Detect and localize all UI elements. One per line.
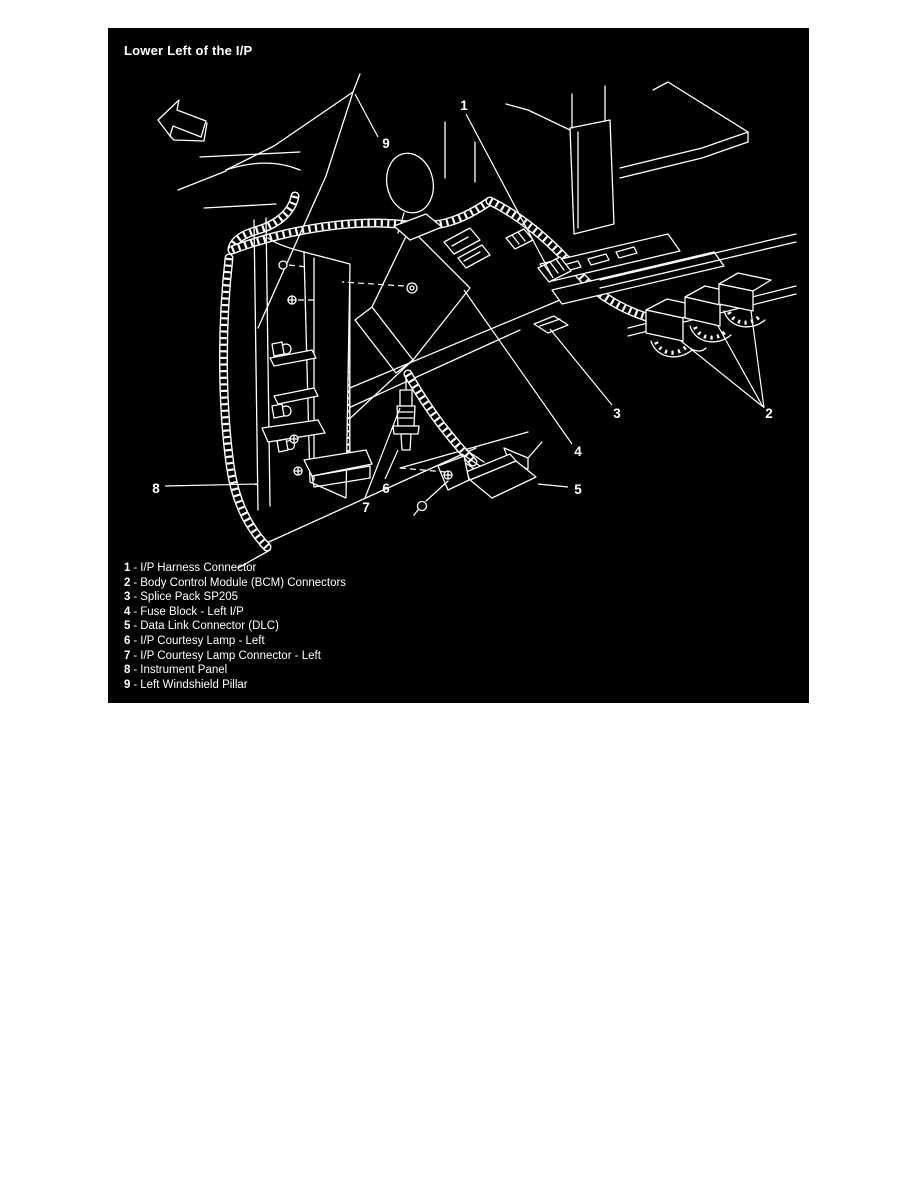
legend-label: I/P Courtesy Lamp - Left xyxy=(140,634,265,647)
legend-item-3: 3-Splice Pack SP205 xyxy=(124,590,346,605)
legend-item-2: 2-Body Control Module (BCM) Connectors xyxy=(124,576,346,591)
legend-label: I/P Harness Connector xyxy=(140,562,257,574)
courtesy-lamp xyxy=(392,375,420,451)
panel-grommet xyxy=(278,260,308,270)
legend-item-7: 7-I/P Courtesy Lamp Connector - Left xyxy=(124,649,346,664)
callout-5: 5 xyxy=(574,482,582,497)
legend-item-1: 1-I/P Harness Connector xyxy=(124,561,346,576)
legend-separator: - xyxy=(133,562,138,574)
legend-item-5: 5-Data Link Connector (DLC) xyxy=(124,619,346,634)
callout-4: 4 xyxy=(574,444,582,459)
callout-6: 6 xyxy=(382,481,390,496)
panel-screw xyxy=(293,466,303,476)
figure-panel: Lower Left of the I/P xyxy=(108,28,809,703)
callout-7: 7 xyxy=(362,500,370,515)
legend-item-4: 4-Fuse Block - Left I/P xyxy=(124,605,346,620)
leader-lines xyxy=(164,93,765,499)
panel-stud xyxy=(271,403,292,419)
legend-label: Body Control Module (BCM) Connectors xyxy=(140,576,347,589)
legend-num: 4 xyxy=(124,605,131,618)
panel-screw xyxy=(289,434,299,444)
bcm-connectors xyxy=(645,272,772,358)
harness-diagram: 1 2 3 4 5 6 7 8 9 xyxy=(152,73,797,569)
legend-num: 7 xyxy=(124,649,131,662)
legend-separator: - xyxy=(133,576,138,589)
callout-2: 2 xyxy=(765,406,773,421)
figure-title: Lower Left of the I/P xyxy=(124,43,253,58)
legend-num: 1 xyxy=(124,562,131,574)
figure-legend: 1-I/P Harness Connector 2-Body Control M… xyxy=(124,561,346,692)
legend-label: Splice Pack SP205 xyxy=(140,591,239,604)
callout-numbers: 1 2 3 4 5 6 7 8 9 xyxy=(152,98,773,515)
dlc-connector xyxy=(399,441,543,516)
callout-1: 1 xyxy=(460,98,468,113)
panel-stud xyxy=(271,341,292,357)
instrument-panel-lines xyxy=(253,217,373,511)
legend-separator: - xyxy=(133,649,138,662)
upper-structure xyxy=(444,81,797,337)
legend-separator: - xyxy=(133,620,138,633)
callout-8: 8 xyxy=(152,481,160,496)
splice-pack xyxy=(533,315,569,334)
legend-separator: - xyxy=(133,605,138,618)
legend-separator: - xyxy=(133,591,138,604)
legend-item-9: 9-Left Windshield Pillar xyxy=(124,678,346,693)
harness-connector-hatched xyxy=(505,228,572,283)
legend-num: 5 xyxy=(124,620,131,633)
legend-separator: - xyxy=(133,664,138,677)
callout-3: 3 xyxy=(613,406,621,421)
legend-num: 2 xyxy=(124,576,131,589)
legend-label: Fuse Block - Left I/P xyxy=(140,605,244,618)
fuse-block xyxy=(341,213,491,374)
legend-separator: - xyxy=(133,678,138,691)
legend-num: 9 xyxy=(124,678,131,691)
legend-item-6: 6-I/P Courtesy Lamp - Left xyxy=(124,634,346,649)
legend-num: 6 xyxy=(124,634,131,647)
direction-arrow-icon xyxy=(157,99,208,142)
legend-item-8: 8-Instrument Panel xyxy=(124,663,346,678)
legend-label: I/P Courtesy Lamp Connector - Left xyxy=(140,649,321,662)
legend-label: Instrument Panel xyxy=(140,664,228,677)
legend-label: Data Link Connector (DLC) xyxy=(140,620,279,633)
legend-num: 8 xyxy=(124,664,131,677)
callout-9: 9 xyxy=(382,136,390,151)
panel-screw xyxy=(287,295,316,305)
legend-separator: - xyxy=(133,634,138,647)
legend-label: Left Windshield Pillar xyxy=(140,678,248,691)
legend-num: 3 xyxy=(124,591,131,604)
wire-loom xyxy=(223,196,657,547)
